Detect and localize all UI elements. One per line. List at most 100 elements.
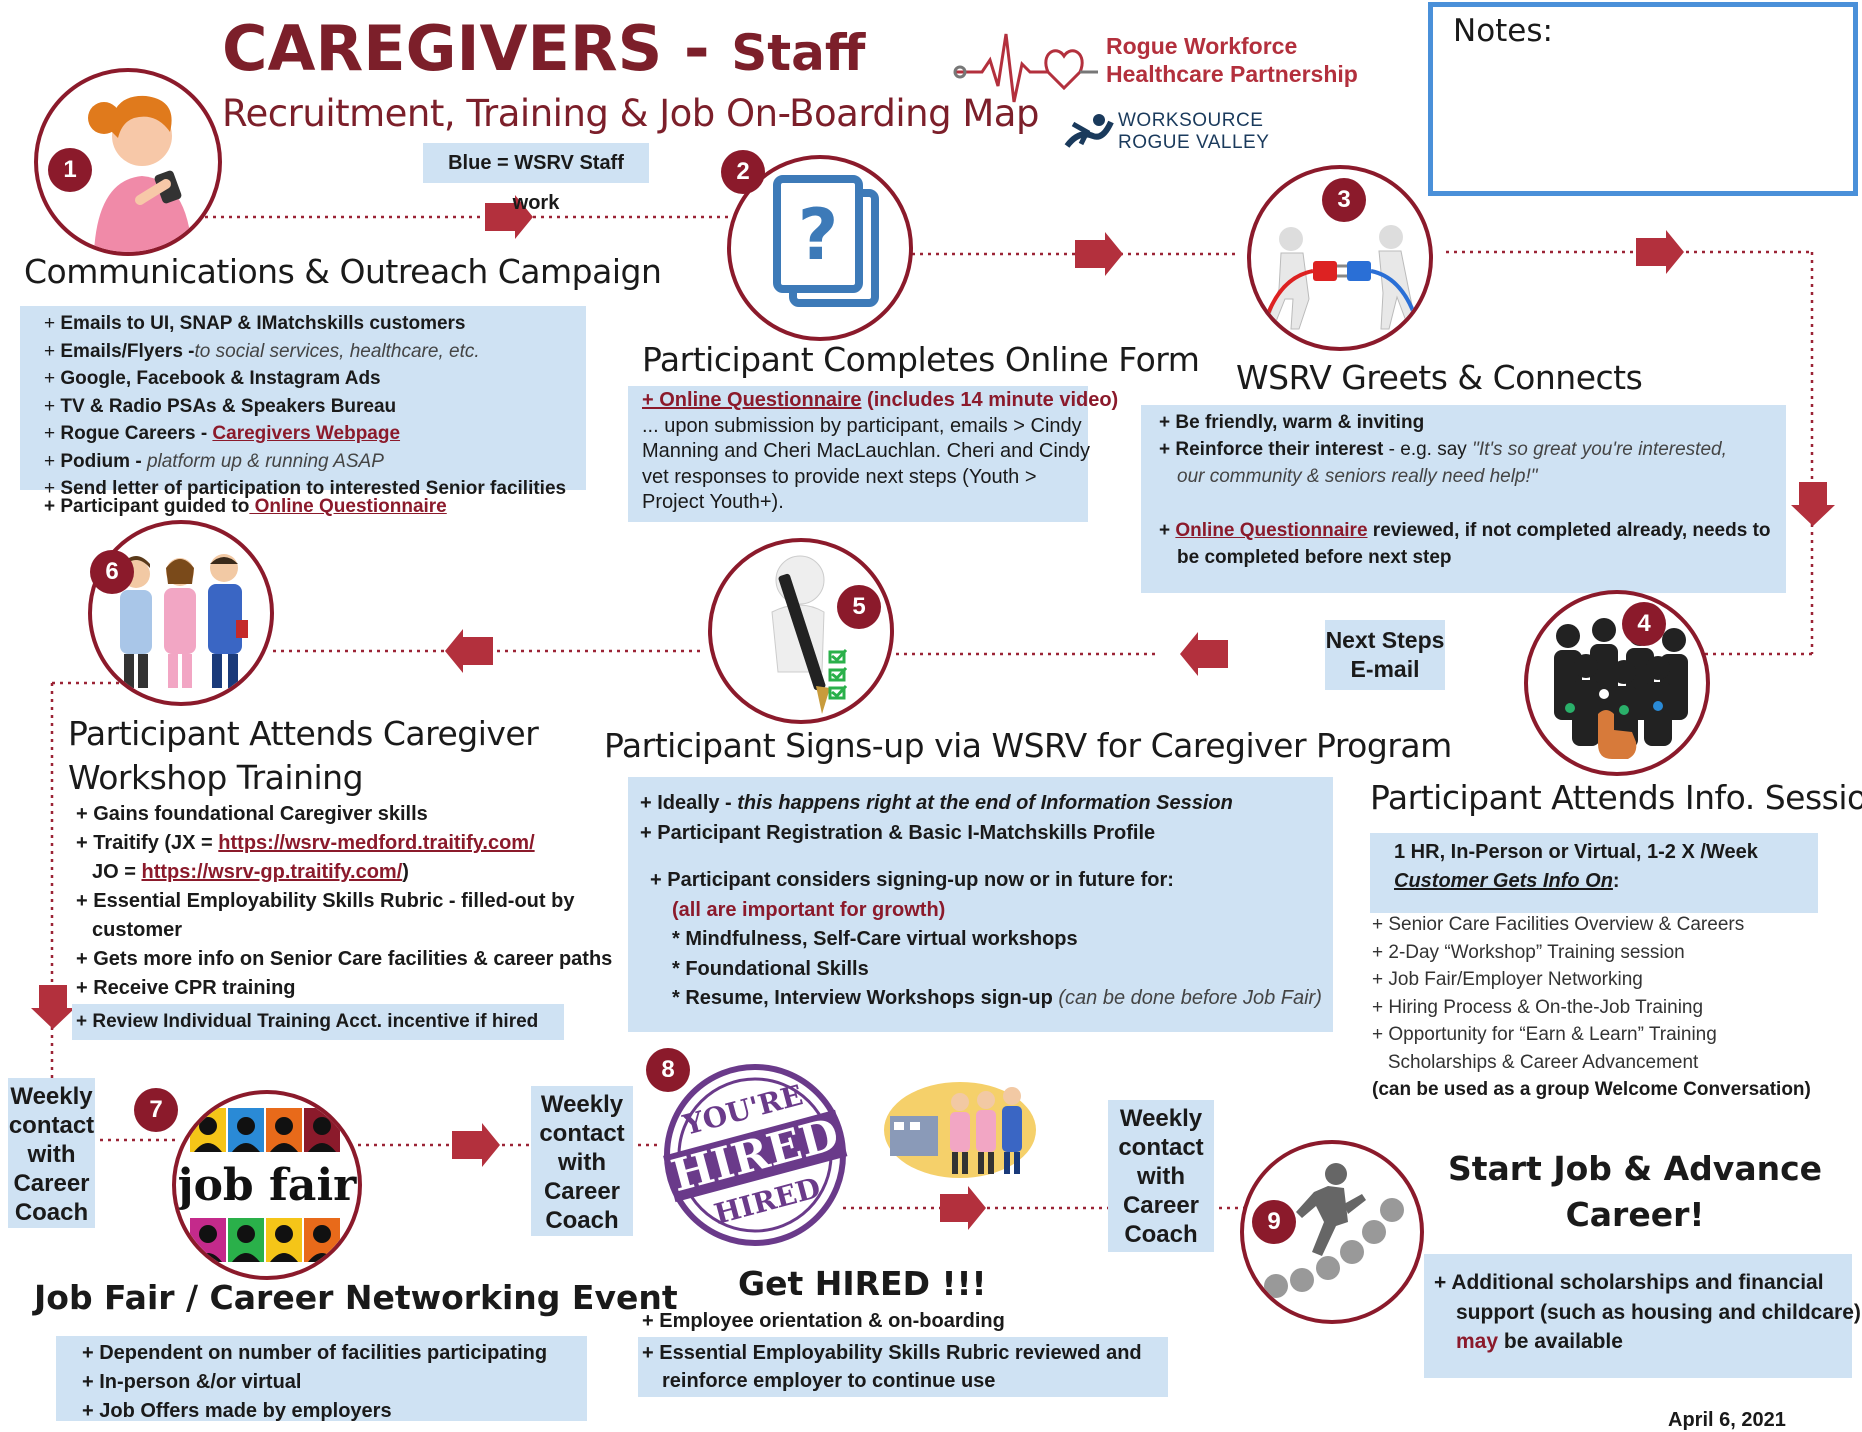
step2-line-2: Manning and Cheri MacLauchlan. Cheri and… xyxy=(642,440,1091,462)
rwhp-line2: Healthcare Partnership xyxy=(1106,61,1358,87)
page-subtitle: Recruitment, Training & Job On-Boarding … xyxy=(222,92,1039,135)
wsrv-line1: WORKSOURCE xyxy=(1118,110,1264,131)
arrow-right-icon xyxy=(940,1186,986,1230)
online-questionnaire-link-2[interactable]: + Online Questionnaire xyxy=(642,389,862,411)
job-fair-icon: job fair xyxy=(176,1108,357,1262)
step6-circle xyxy=(88,520,274,706)
caregivers-webpage-link[interactable]: Caregivers Webpage xyxy=(212,423,401,444)
title-staff: Staff xyxy=(731,24,866,82)
step4-item-1: + Senior Care Facilities Overview & Care… xyxy=(1372,914,1745,935)
step7-badge: 7 xyxy=(134,1088,178,1132)
step1-item-5: + Rogue Careers - Caregivers Webpage xyxy=(44,423,401,444)
step9-line-1: + Additional scholarships and financial xyxy=(1434,1271,1824,1294)
step5-line-5: * Mindfulness, Self-Care virtual worksho… xyxy=(672,928,1078,950)
step6-line-3: JO = https://wsrv-gp.traitify.com/) xyxy=(92,861,409,883)
email-label: E-mail xyxy=(1350,656,1420,682)
step9-heading: Start Job & Advance Career! xyxy=(1440,1146,1830,1238)
step6-badge: 6 xyxy=(90,550,134,594)
girl-phone-icon xyxy=(88,95,192,252)
climbing-steps-icon xyxy=(1264,1163,1404,1298)
step5-circle xyxy=(708,538,894,724)
step4-list: + Senior Care Facilities Overview & Care… xyxy=(1372,911,1811,1104)
step3-line-5: be completed before next step xyxy=(1177,547,1452,568)
step6-heading-line-1: Participant Attends Caregiver xyxy=(68,714,539,753)
step2-heading: Participant Completes Online Form xyxy=(642,340,1200,379)
hired-stamp-icon: YOU'RE HIRED HIRED xyxy=(663,1064,848,1246)
step2-line-3: vet responses to provide next steps (You… xyxy=(642,465,1037,488)
page-title: CAREGIVERS - Staff xyxy=(222,12,865,85)
step7-circle: job fair xyxy=(172,1090,362,1280)
step3-box: + Be friendly, warm & inviting + Reinfor… xyxy=(1141,405,1786,593)
svg-text:?: ? xyxy=(798,194,839,276)
step9-badge: 9 xyxy=(1252,1200,1296,1244)
step3-line-1: + Be friendly, warm & inviting xyxy=(1159,412,1425,433)
step3-line-2: + Reinforce their interest - e.g. say "I… xyxy=(1159,439,1727,460)
step5-badge: 5 xyxy=(837,585,881,629)
step4-note: (can be used as a group Welcome Conversa… xyxy=(1372,1079,1811,1100)
step2-circle: ? xyxy=(727,155,913,341)
pen-checklist-icon xyxy=(771,555,848,714)
legend-badge: Blue = WSRV Staff work xyxy=(423,143,649,214)
step5-line-3: + Participant considers signing-up now o… xyxy=(650,869,1174,891)
hired-stamp: YOU'RE HIRED HIRED xyxy=(660,1060,850,1250)
step6-line-5: customer xyxy=(92,919,183,941)
step6-line-2: + Traitify (JX = https://wsrv-medford.tr… xyxy=(76,832,535,854)
step4-item-4: + Hiring Process & On-the-Job Training xyxy=(1372,996,1704,1018)
step6-line-7: + Receive CPR training xyxy=(76,977,296,999)
step1-item-1: + Emails to UI, SNAP & IMatchskills cust… xyxy=(44,313,466,334)
step6-highlight: + Review Individual Training Acct. incen… xyxy=(72,1004,564,1040)
step5-line-7: * Resume, Interview Workshops sign-up (c… xyxy=(672,987,1322,1009)
next-steps-email-badge: Next Steps E-mail xyxy=(1325,620,1445,690)
notes-box[interactable]: Notes: xyxy=(1428,2,1858,196)
step4-item-6: Scholarships & Career Advancement xyxy=(1372,1051,1699,1073)
step4-heading: Participant Attends Info. Session xyxy=(1370,778,1862,817)
step1-circle xyxy=(34,68,222,256)
step6-list: + Gains foundational Caregiver skills + … xyxy=(76,800,612,1003)
step1-extra: + Participant guided to Online Questionn… xyxy=(44,496,447,517)
arrow-right-icon xyxy=(1075,232,1123,276)
step7-heading: Job Fair / Career Networking Event xyxy=(34,1278,678,1317)
step3-line-3: our community & seniors really need help… xyxy=(1177,466,1538,487)
step2-line-4: Project Youth+). xyxy=(642,491,784,513)
question-document-icon: ? xyxy=(773,175,879,307)
step1-badge: 1 xyxy=(48,148,92,192)
online-questionnaire-link-1[interactable]: Online Questionnaire xyxy=(249,496,447,517)
step8-heading: Get HIRED !!! xyxy=(738,1264,987,1303)
rwhp-heartbeat-logo xyxy=(953,33,1098,103)
step4-circle xyxy=(1524,590,1710,776)
step5-heading: Participant Signs-up via WSRV for Caregi… xyxy=(604,726,1452,765)
step9-heading-line-1: Start Job & Advance xyxy=(1447,1149,1823,1188)
plug-connect-icon xyxy=(1257,225,1425,347)
step4-box-line-2: Customer Gets Info On: xyxy=(1394,870,1620,892)
step8-box: + Essential Employability Skills Rubric … xyxy=(638,1337,1168,1397)
traitify-medford-link[interactable]: https://wsrv-medford.traitify.com/ xyxy=(218,832,535,854)
step6-heading-line-2: Workshop Training xyxy=(68,758,364,797)
step1-heading: Communications & Outreach Campaign xyxy=(24,252,662,291)
rwhp-logo-text: Rogue Workforce Healthcare Partnership xyxy=(1106,32,1358,88)
online-questionnaire-link-3[interactable]: Online Questionnaire xyxy=(1175,520,1368,541)
next-steps-label: Next Steps xyxy=(1325,627,1445,653)
step1-item-3: + Google, Facebook & Instagram Ads xyxy=(44,368,381,389)
step6-line-6: + Gets more info on Senior Care faciliti… xyxy=(76,948,613,970)
step8-line-3: reinforce employer to continue use xyxy=(662,1370,996,1392)
step6-heading: Participant Attends Caregiver Workshop T… xyxy=(68,712,539,800)
arrow-left-icon xyxy=(1180,632,1228,676)
step1-item-4: + TV & Radio PSAs & Speakers Bureau xyxy=(44,395,397,417)
step3-line-4: + Online Questionnaire reviewed, if not … xyxy=(1159,520,1771,541)
hired-team-icon xyxy=(884,1082,1036,1178)
step2-line-1: ... upon submission by participant, emai… xyxy=(642,414,1082,437)
step4-item-5: + Opportunity for “Earn & Learn” Trainin… xyxy=(1372,1024,1717,1045)
step1-box: + Emails to UI, SNAP & IMatchskills cust… xyxy=(20,306,586,499)
step2-badge: 2 xyxy=(721,150,765,194)
step4-box-line-1: 1 HR, In-Person or Virtual, 1-2 X /Week xyxy=(1394,841,1758,863)
step3-heading: WSRV Greets & Connects xyxy=(1236,358,1643,397)
rwhp-line1: Rogue Workforce xyxy=(1106,33,1298,59)
step1-item-2: + Emails/Flyers -to social services, hea… xyxy=(44,340,480,362)
traitify-gp-link[interactable]: https://wsrv-gp.traitify.com/ xyxy=(141,861,403,883)
step9-line-2: support (such as housing and childcare) xyxy=(1456,1300,1861,1324)
step8-line-2: + Essential Employability Skills Rubric … xyxy=(642,1342,1142,1364)
arrow-right-icon xyxy=(1636,230,1684,274)
step7-item-1: + Dependent on number of facilities part… xyxy=(82,1342,548,1364)
